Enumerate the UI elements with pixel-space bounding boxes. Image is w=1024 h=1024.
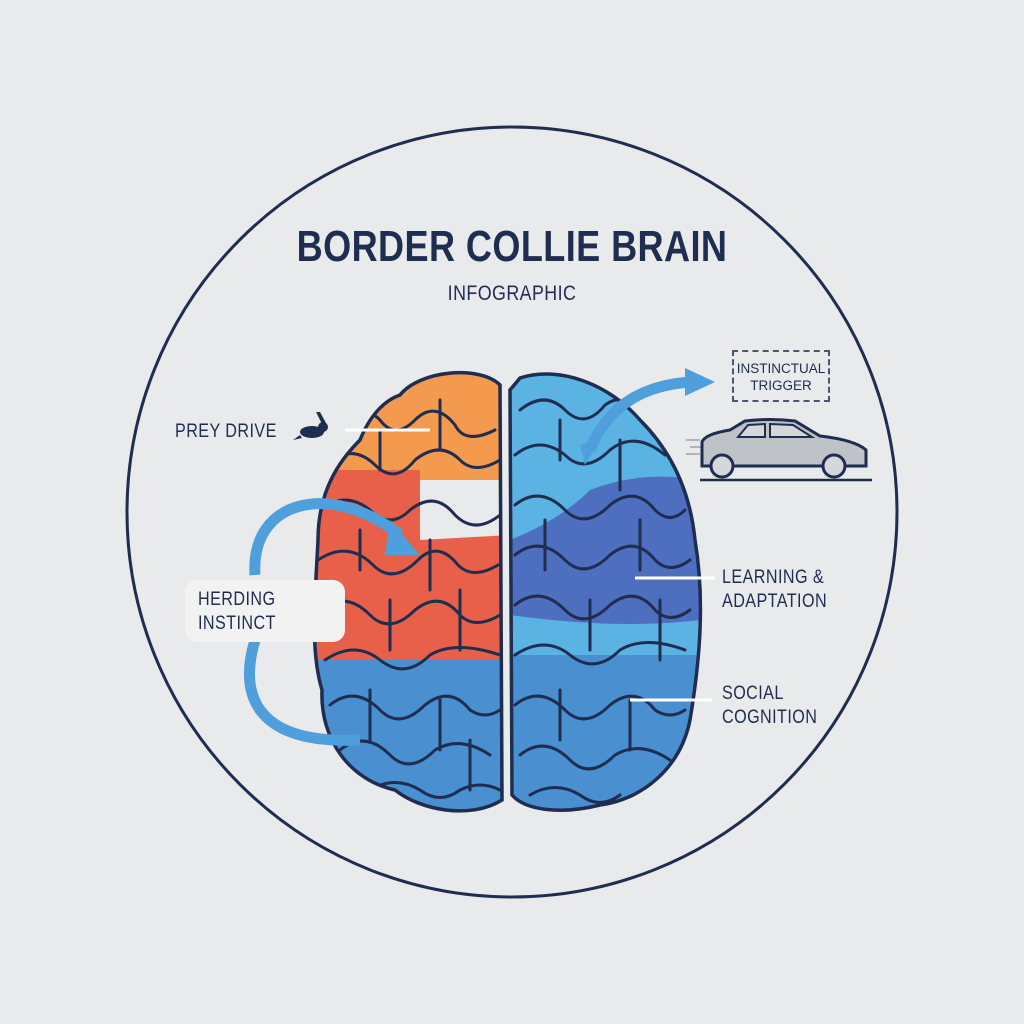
label-herding-instinct: HERDING INSTINCT (198, 588, 276, 636)
learning-line2: ADAPTATION (722, 591, 828, 612)
herding-line1: HERDING (198, 589, 276, 610)
frame-circle (125, 125, 899, 899)
rabbit-icon (293, 412, 328, 440)
arrow-icon (244, 376, 691, 746)
trigger-line2: TRIGGER (750, 378, 812, 393)
right-hemisphere (510, 374, 701, 811)
leader-lines (345, 428, 715, 702)
learning-line1: LEARNING & (722, 567, 825, 588)
label-learning-adaptation: LEARNING & ADAPTATION (722, 566, 827, 614)
prey-drive-text: PREY DRIVE (175, 421, 277, 442)
label-instinctual-trigger: INSTINCTUAL TRIGGER (732, 350, 830, 402)
trigger-line1: INSTINCTUAL (736, 361, 826, 376)
herding-line2: INSTINCT (198, 613, 276, 634)
social-line1: SOCIAL (722, 683, 784, 704)
herding-label-box (185, 580, 345, 642)
page-title: BORDER COLLIE BRAIN (296, 222, 728, 271)
label-social-cognition: SOCIAL COGNITION (722, 682, 817, 730)
page-subtitle: INFOGRAPHIC (447, 282, 577, 305)
label-prey-drive: PREY DRIVE (175, 420, 277, 444)
social-line2: COGNITION (722, 707, 818, 728)
left-hemisphere (314, 372, 502, 811)
car-icon (686, 418, 872, 482)
